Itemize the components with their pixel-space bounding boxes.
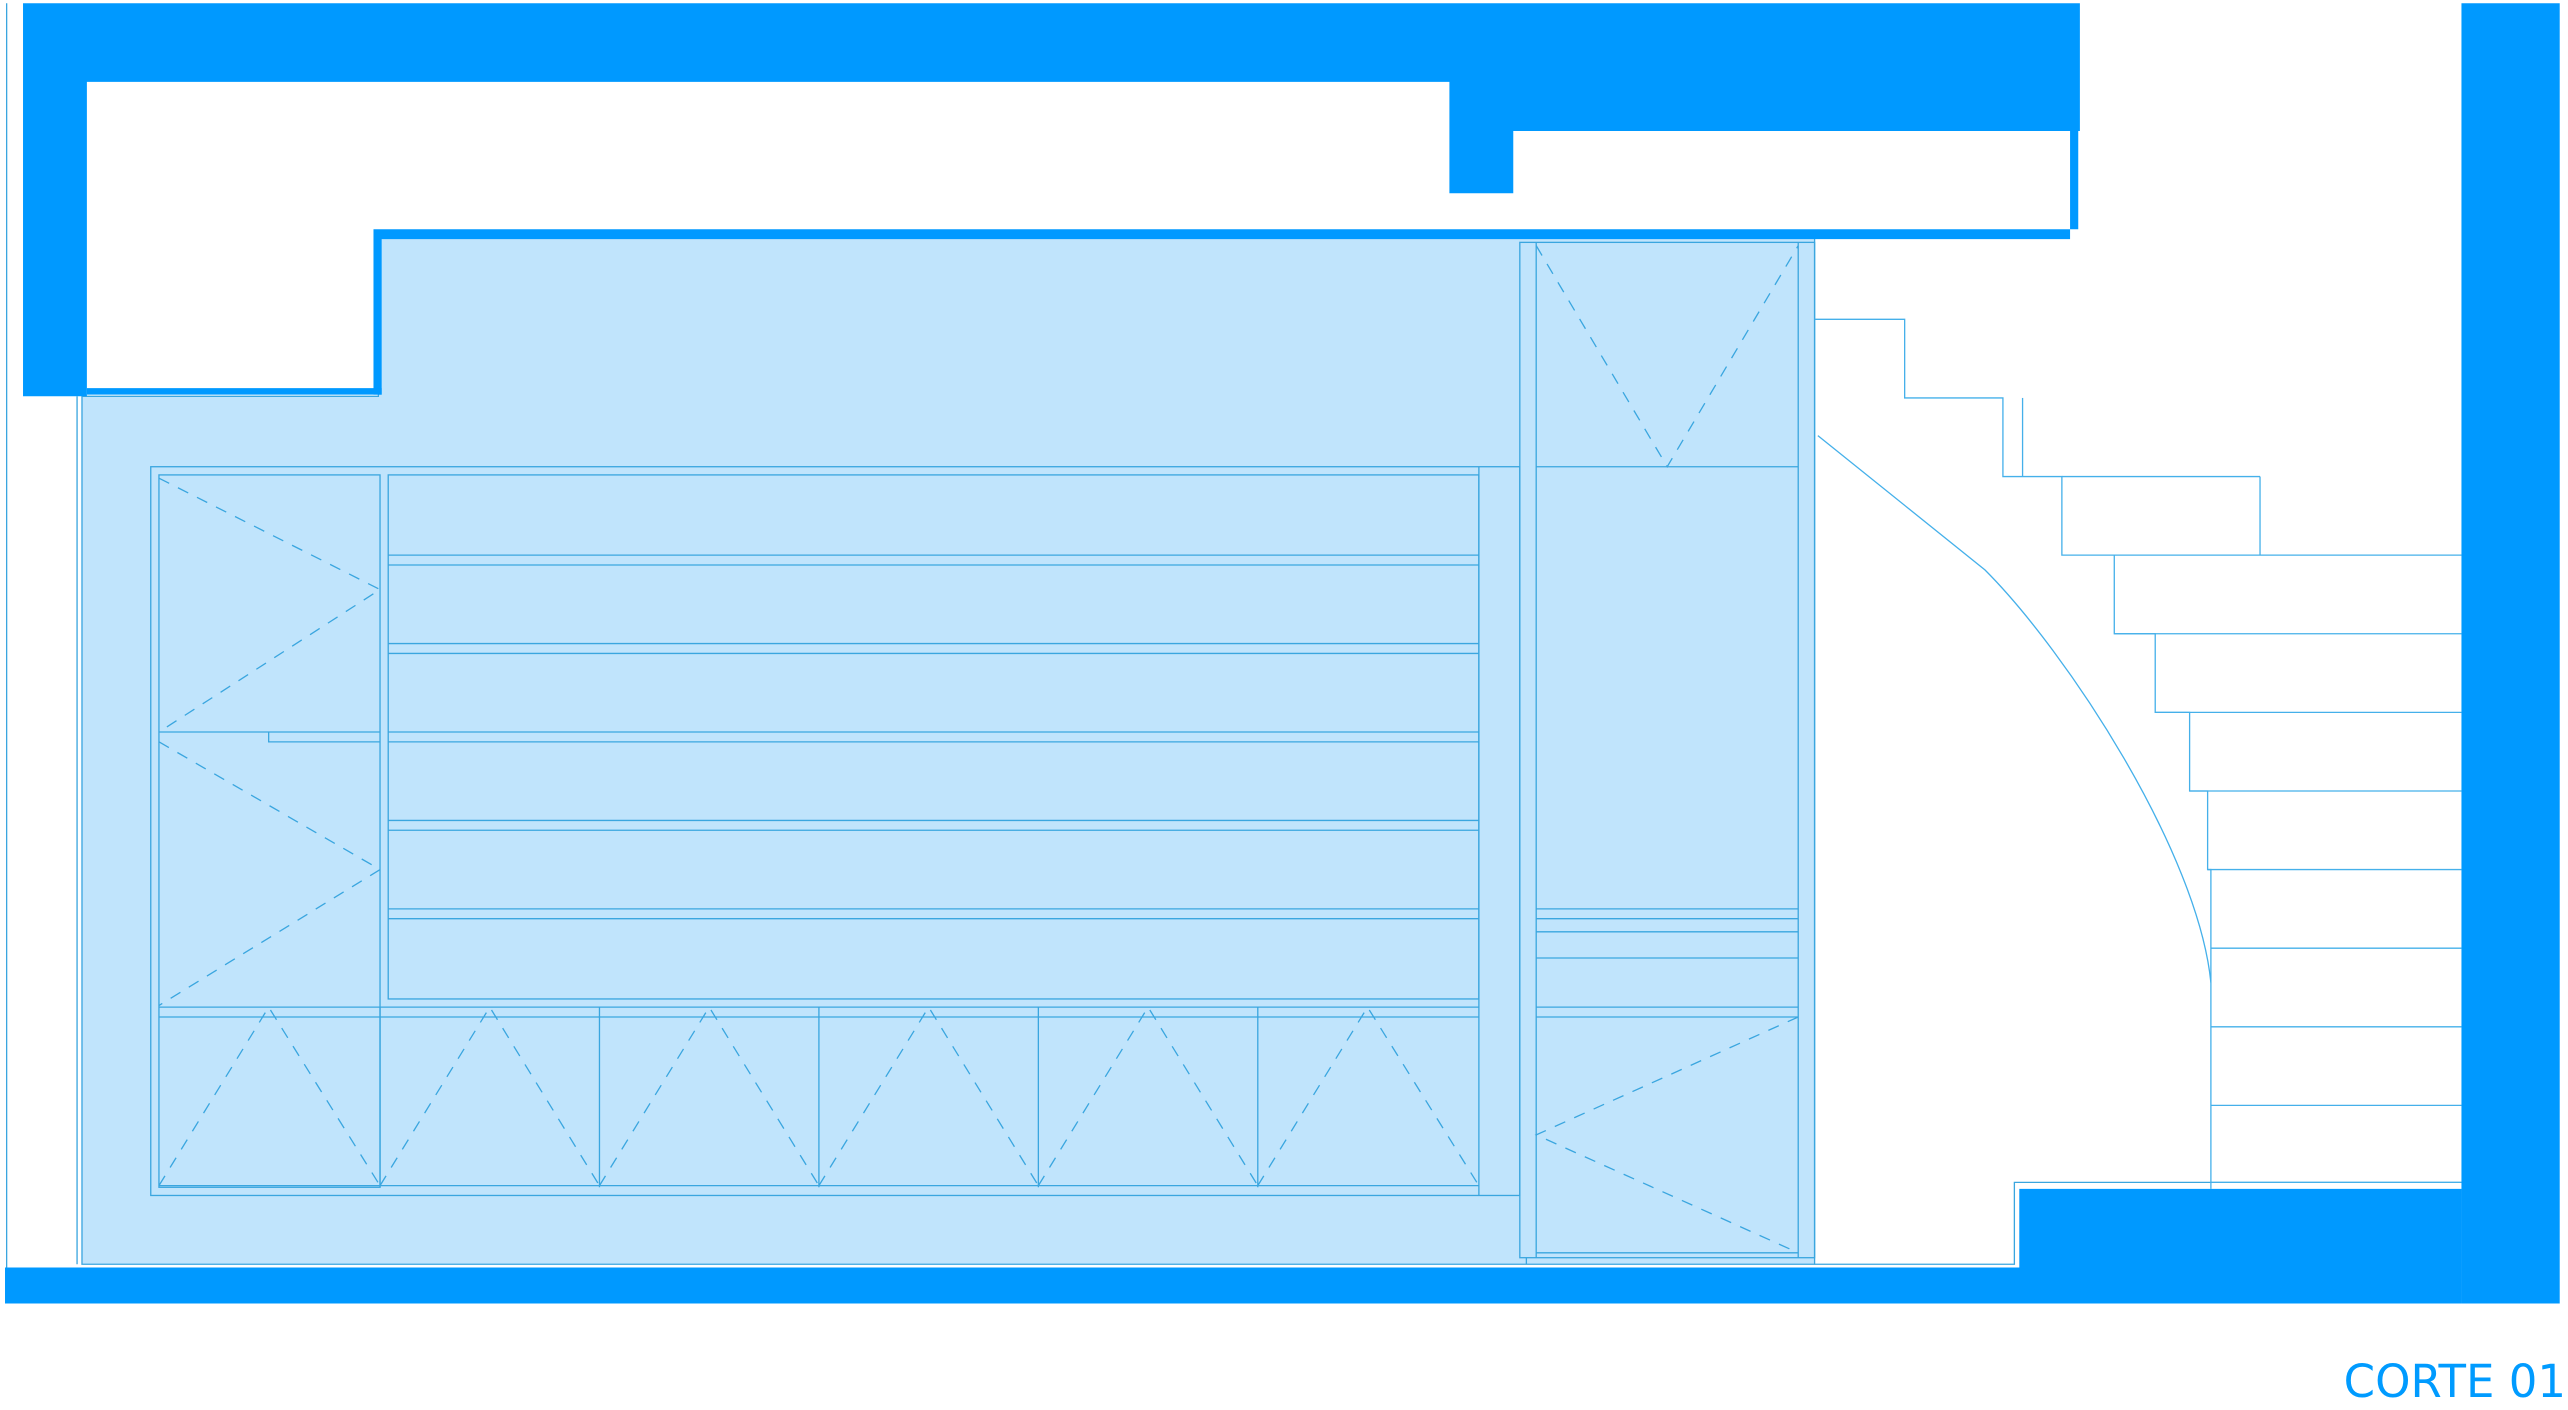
right-wall [2461, 3, 2560, 1304]
staircase [1814, 318, 2462, 1189]
section-label: CORTE 01 [2343, 1355, 2566, 1408]
opening-indicators-left [158, 477, 1480, 1186]
opening-indicators-right [1534, 245, 1799, 1254]
structure [5, 3, 2560, 1304]
left-cabinet [150, 466, 1521, 1197]
tall-cabinet [1519, 241, 1816, 1265]
floor-slab [5, 1188, 2462, 1304]
beam-lower-lip [86, 388, 382, 395]
top-slab [23, 3, 2080, 397]
